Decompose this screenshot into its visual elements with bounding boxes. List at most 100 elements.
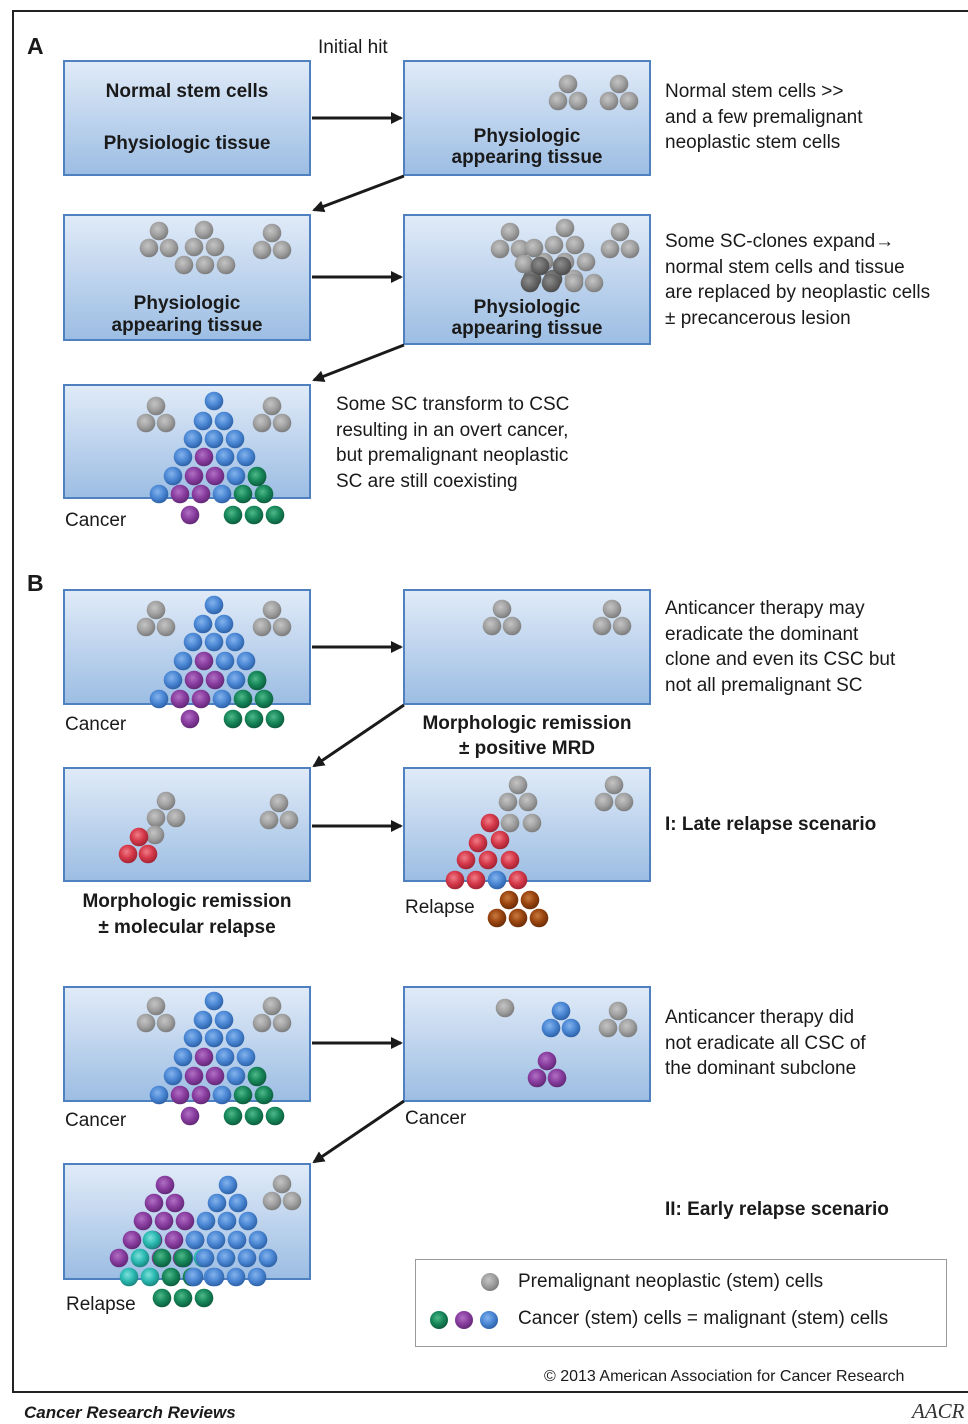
premalignant-cell	[262, 223, 282, 243]
journal-name: Cancer Research Reviews	[24, 1403, 236, 1422]
red-relapse-cell	[490, 830, 510, 850]
purple-cancer-cell	[170, 689, 190, 709]
premalignant-cell	[272, 617, 292, 637]
green-cancer-cell	[173, 1248, 193, 1268]
description-a3: Some SC transform to CSC resulting in an…	[336, 392, 569, 494]
premalignant-cell	[598, 1018, 618, 1038]
cancer-label-b5: Cancer	[65, 1110, 127, 1131]
purple-cancer-cell	[122, 1230, 142, 1250]
blue-cancer-cell	[173, 1047, 193, 1067]
blue-cancer-cell	[236, 1047, 256, 1067]
premalignant-cell	[558, 74, 578, 94]
blue-cancer-cell	[204, 632, 224, 652]
blue-cancer-cell	[214, 614, 234, 634]
description-b1-line: Anticancer therapy may	[665, 598, 865, 619]
legend-cancer-label: Cancer (stem) cells = malignant (stem) c…	[518, 1308, 889, 1329]
purple-cancer-cell	[180, 709, 200, 729]
purple-cancer-cell	[184, 670, 204, 690]
box-a2-line2: appearing tissue	[451, 147, 603, 168]
blue-cancer-cell	[149, 1085, 169, 1105]
blue-cancer-cell	[216, 1248, 236, 1268]
premalignant-cell	[262, 396, 282, 416]
purple-cancer-cell	[164, 1230, 184, 1250]
premalignant-cell	[482, 616, 502, 636]
premalignant-cell	[216, 255, 236, 275]
blue-cancer-cell	[193, 614, 213, 634]
premalignant-cell	[136, 1013, 156, 1033]
premalignant-cell	[259, 810, 279, 830]
box-a4-line1: Physiologic	[473, 297, 581, 318]
premalignant-cell	[156, 1013, 176, 1033]
premalignant-cell	[548, 91, 568, 111]
remission-label-b2: Morphologic remission ± positive MRD	[404, 711, 650, 761]
premalignant-cell	[146, 996, 166, 1016]
blue-cancer-cell	[163, 1066, 183, 1086]
blue-cancer-cell	[248, 1230, 268, 1250]
premalignant-cell	[272, 413, 292, 433]
red-relapse-cell	[468, 833, 488, 853]
premalignant-cell	[495, 998, 515, 1018]
purple-cancer-cell	[170, 484, 190, 504]
blue-cancer-cell	[541, 1018, 561, 1038]
legend-premalignant-label: Premalignant neoplastic (stem) cells	[518, 1271, 824, 1292]
premalignant-cell	[608, 1001, 628, 1021]
box-a2	[403, 60, 651, 176]
blue-cancer-cell	[215, 1047, 235, 1067]
green-cancer-cell	[173, 1288, 193, 1308]
blue-cancer-cell	[193, 411, 213, 431]
premalignant-cell	[599, 91, 619, 111]
premalignant-cell	[576, 252, 596, 272]
premalignant-cell	[272, 1174, 292, 1194]
blue-cancer-cell	[227, 1230, 247, 1250]
blue-cancer-cell	[228, 1193, 248, 1213]
premalignant-cell	[498, 792, 518, 812]
blue-cancer-cell	[225, 632, 245, 652]
green-cancer-cell	[244, 1106, 264, 1126]
premalignant-cell	[490, 239, 510, 259]
purple-cancer-cell	[191, 484, 211, 504]
blue-cancer-cell	[225, 1028, 245, 1048]
legend-gray-cell	[481, 1273, 499, 1291]
remission-line: Morphologic remission	[82, 891, 292, 912]
green-cancer-cell	[223, 709, 243, 729]
premalignant-cell	[269, 793, 289, 813]
purple-cancer-cell	[109, 1248, 129, 1268]
blue-cancer-cell	[204, 429, 224, 449]
blue-cancer-cell	[163, 466, 183, 486]
purple-cancer-cell	[154, 1211, 174, 1231]
copyright-notice: © 2013 American Association for Cancer R…	[544, 1368, 905, 1385]
box-b6	[403, 986, 651, 1102]
description-b1-line: not all premalignant SC	[665, 674, 863, 696]
purple-cancer-cell	[205, 1066, 225, 1086]
premalignant-cell	[568, 91, 588, 111]
premalignant-cell	[500, 222, 520, 242]
description-a2-line: ± precancerous lesion	[665, 307, 851, 329]
purple-cancer-cell	[184, 1066, 204, 1086]
green-cancer-cell	[254, 689, 274, 709]
premalignant-dark-cell	[530, 256, 550, 276]
description-a1: Normal stem cells >> and a few premalign…	[665, 79, 863, 156]
remission-line: Morphologic remission	[422, 713, 632, 734]
box-a3-line2: appearing tissue	[111, 315, 263, 336]
purple-cancer-cell	[205, 466, 225, 486]
panel-b-label: B	[27, 570, 44, 596]
premalignant-cell	[195, 255, 215, 275]
description-a3-line: SC are still coexisting	[336, 470, 518, 492]
purple-cancer-cell	[175, 1211, 195, 1231]
arrow-b6-b7	[312, 1099, 405, 1164]
premalignant-cell	[602, 599, 622, 619]
premalignant-cell	[282, 1191, 302, 1211]
premalignant-cell	[565, 235, 585, 255]
teal-relapse-cell	[119, 1267, 139, 1287]
purple-cancer-cell	[180, 505, 200, 525]
premalignant-cell	[146, 808, 166, 828]
blue-cancer-cell	[163, 670, 183, 690]
cancer-label-b6: Cancer	[405, 1108, 467, 1129]
purple-cancer-cell	[184, 466, 204, 486]
blue-cancer-cell	[149, 689, 169, 709]
purple-cancer-cell	[205, 670, 225, 690]
blue-cancer-cell	[204, 391, 224, 411]
description-b1-line: clone and even its CSC but	[665, 649, 896, 670]
blue-cancer-cell	[236, 447, 256, 467]
